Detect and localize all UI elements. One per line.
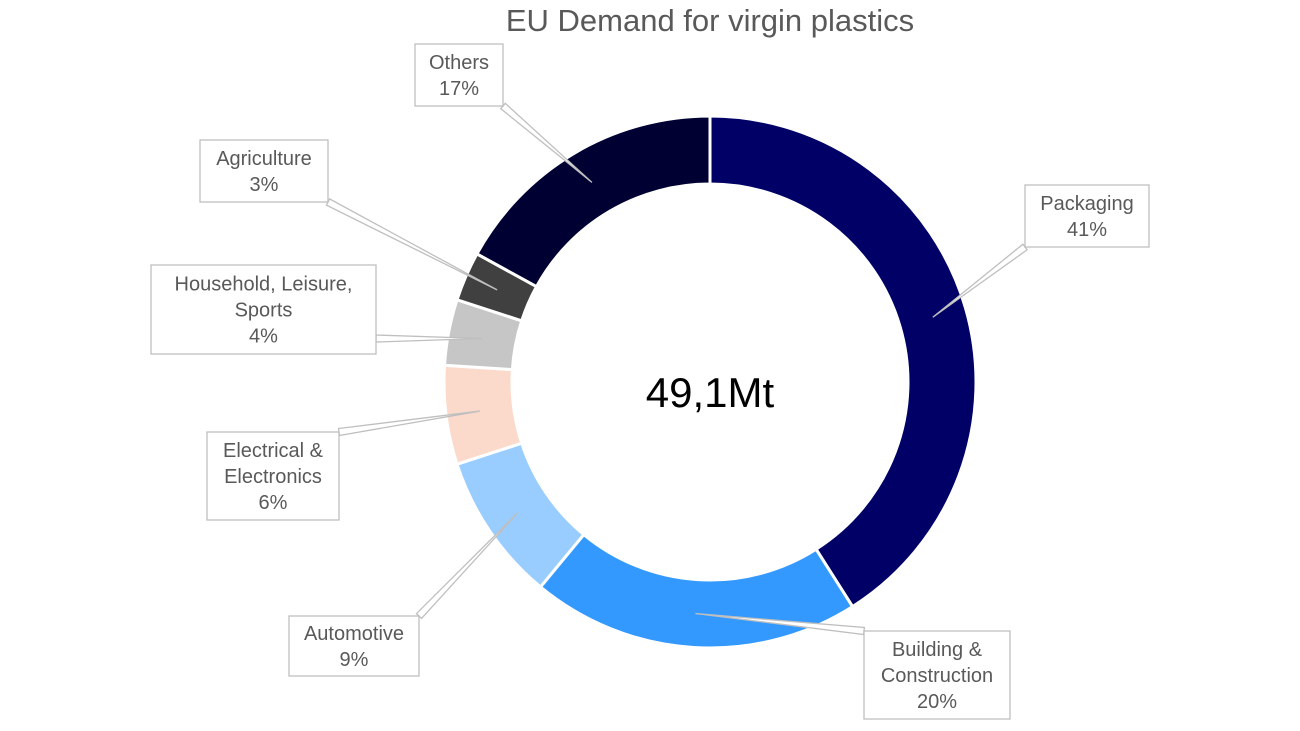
center-total-label: 49,1Mt (646, 369, 775, 416)
donut-slices (442, 114, 978, 650)
callout-box-electrical-and-electronics (206, 431, 340, 521)
slice-others (474, 114, 712, 289)
slice-building-and-construction (538, 532, 855, 650)
callout-box-automotive (288, 615, 420, 677)
callout-box-packaging (1024, 184, 1150, 248)
callout-box-agriculture (199, 139, 329, 203)
slice-packaging (708, 114, 978, 609)
callout-leader-automotive (415, 511, 519, 620)
callout-box-building-and-construction (863, 630, 1011, 720)
chart-title: EU Demand for virgin plastics (506, 3, 914, 38)
callout-box-others (414, 43, 504, 107)
callout-box-household-leisure-sports (150, 264, 377, 355)
